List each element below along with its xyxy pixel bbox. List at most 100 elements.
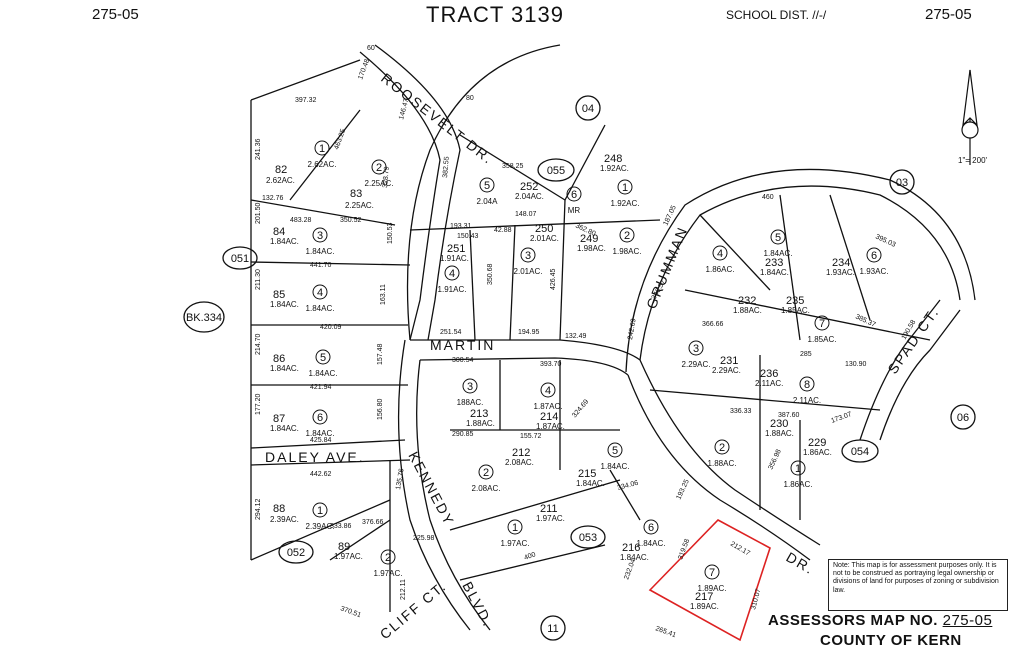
parcel-231-acres: 2.29AC.: [712, 366, 741, 375]
dim-2: 170.48: [357, 58, 371, 81]
lot-number: 1: [512, 522, 518, 534]
lot-acreage: 1.86AC.: [706, 265, 735, 274]
parcel-211: 211: [540, 503, 558, 515]
dim-39: 324.69: [571, 398, 590, 419]
dim-12: 201.50: [255, 202, 262, 224]
street-kennedy: KENNEDY: [405, 449, 457, 529]
lot-circle: [790, 460, 806, 476]
lot-acreage: 1.88AC.: [708, 459, 737, 468]
dim-60: 242.69: [627, 318, 638, 340]
ref-053: 053: [579, 532, 597, 544]
lot-circle: [799, 376, 815, 392]
lot-acreage: 2.25AC.: [365, 179, 394, 188]
ref-051: 051: [231, 253, 249, 265]
parcel-230-acres: 1.88AC.: [765, 429, 794, 438]
parcel-251-acres: 1.91AC.: [440, 254, 469, 263]
parcel-229: 229: [808, 437, 826, 449]
street-spad: SPAD CT.: [884, 304, 942, 377]
dim-69: 60: [367, 45, 375, 52]
lot-circle: [617, 179, 633, 195]
parcel-86: 86: [273, 353, 285, 365]
lot-number: 6: [871, 250, 877, 262]
dim-49: 336.33: [730, 408, 752, 415]
parcel-235: 235: [786, 295, 804, 307]
dim-19: 157.48: [377, 343, 384, 365]
lot-acreage: 1.84AC.: [306, 429, 335, 438]
lot-number: 5: [484, 180, 490, 192]
street-roosevelt: ROOSEVELT DR.: [378, 70, 497, 168]
parcel-84: 84: [273, 226, 285, 238]
dim-13: 441.70: [310, 262, 332, 269]
dim-61: 193.31: [450, 223, 472, 230]
lot-circle: [814, 315, 830, 331]
lot-number: 2: [624, 230, 630, 242]
dim-18: 214.70: [255, 333, 262, 355]
lot-number: 8: [804, 379, 810, 391]
parcel-88-acres: 2.39AC.: [270, 515, 299, 524]
dim-37: 290.85: [452, 431, 474, 438]
parcel-89-acres: 1.97AC.: [334, 552, 363, 561]
parcel-232: 232: [738, 295, 756, 307]
lot-number: 7: [709, 567, 715, 579]
dim-62: 150.43: [457, 233, 479, 240]
parcel-248-acres: 1.92AC.: [600, 164, 629, 173]
parcel-214: 214: [540, 411, 558, 423]
dim-7: 358.25: [502, 163, 524, 170]
lot-number: 4: [317, 287, 323, 299]
lot-number: 4: [449, 268, 455, 280]
dim-57: 395.03: [874, 233, 896, 248]
map-code-right: 275-05: [925, 6, 972, 23]
parcel-249: 249: [580, 233, 598, 245]
parcel-250: 250: [535, 223, 553, 235]
parcel-233: 233: [765, 257, 783, 269]
dim-16: 163.11: [380, 284, 387, 305]
parcel-236: 236: [760, 368, 778, 380]
lot-number: 2: [376, 162, 382, 174]
dim-28: 376.66: [362, 519, 384, 526]
dim-36: 393.70: [540, 361, 562, 368]
lot-circle: [566, 186, 582, 202]
lot-number: 5: [775, 232, 781, 244]
parcel-236-acres: 2.11AC.: [755, 379, 783, 388]
lot-circle: [312, 502, 328, 518]
parcel-216-acres: 1.84AC.: [620, 553, 649, 562]
lot-acreage: 1.97AC.: [501, 539, 530, 548]
dim-32: 251.54: [440, 329, 462, 336]
dim-68: 350.68: [487, 263, 494, 285]
dim-25: 294.12: [255, 498, 262, 520]
lot-acreage: 1.89AC.: [698, 584, 727, 593]
dim-14: 150.53: [387, 222, 394, 244]
ref-06: 06: [957, 412, 969, 424]
lot-acreage: 1.84AC.: [601, 462, 630, 471]
parcel-84-acres: 1.84AC.: [270, 237, 299, 246]
dim-15: 211.30: [255, 269, 262, 290]
parcel-82: 82: [275, 164, 287, 176]
parcel-212: 212: [512, 447, 530, 459]
lot-circle: [619, 227, 635, 243]
parcel-215-acres: 1.84AC.: [576, 479, 605, 488]
lot-circle: [866, 247, 882, 263]
parcel-82-acres: 2.62AC.: [266, 176, 295, 185]
dim-67: 426.45: [550, 268, 557, 290]
dim-44: 310.07: [750, 588, 762, 611]
parcel-234: 234: [832, 257, 850, 269]
lot-acreage: 1.84AC.: [306, 247, 335, 256]
street-martin: MARTIN: [430, 337, 495, 353]
parcel-248: 248: [604, 153, 622, 165]
lot-circle: [479, 177, 495, 193]
assessor-map-number: ASSESSORS MAP NO. 275-05: [768, 612, 992, 629]
lot-circle: [607, 442, 623, 458]
lot-acreage: 2.01AC.: [514, 267, 543, 276]
dim-52: 356.98: [767, 448, 782, 470]
lot-acreage: 2.62AC.: [308, 160, 337, 169]
parcel-85: 85: [273, 289, 285, 301]
parcel-86-acres: 1.84AC.: [270, 364, 299, 373]
lot-number: 2: [483, 467, 489, 479]
dim-29: 225.98: [413, 535, 435, 542]
lot-number: 7: [819, 318, 825, 330]
dim-47: 400: [523, 551, 536, 562]
lot-circle: [712, 245, 728, 261]
dim-34: 132.49: [565, 333, 587, 340]
parcel-251: 251: [447, 243, 465, 255]
